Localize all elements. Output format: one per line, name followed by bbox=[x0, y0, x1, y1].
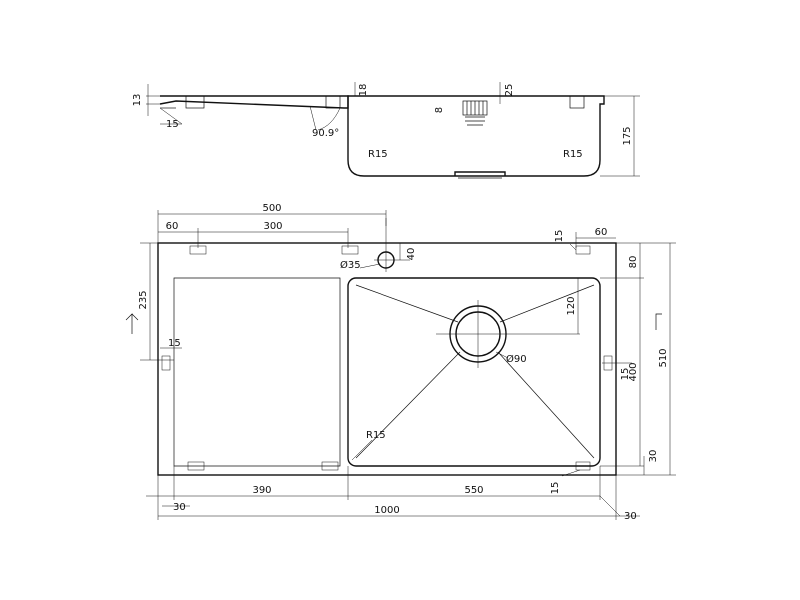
dim-15-top-right: 15 bbox=[554, 230, 565, 243]
dim-18: 18 bbox=[358, 84, 369, 97]
dim-60-right: 60 bbox=[595, 227, 608, 238]
slope-line-bl bbox=[355, 351, 461, 459]
dim-550: 550 bbox=[464, 485, 483, 496]
dim-120: 120 bbox=[566, 296, 577, 315]
dim-500: 500 bbox=[262, 203, 281, 214]
sink-outline bbox=[157, 242, 617, 476]
dim-390: 390 bbox=[252, 485, 271, 496]
dim-15-side: 15 bbox=[166, 119, 179, 130]
drainboard-area bbox=[173, 277, 341, 467]
bowl-section-profile bbox=[347, 95, 605, 177]
drain-section bbox=[454, 171, 506, 176]
plan-view: 500 300 60 60 15 40 Ø35 80 400 510 30 12… bbox=[125, 203, 676, 522]
drain-diameter: Ø90 bbox=[506, 353, 527, 365]
dim-30-bottom-right: 30 bbox=[624, 511, 637, 522]
clip-mid bbox=[325, 95, 341, 109]
slope-line-tl bbox=[355, 284, 459, 323]
dim-40: 40 bbox=[406, 248, 417, 261]
clip-right bbox=[569, 95, 585, 109]
dim-30-right: 30 bbox=[648, 450, 659, 463]
dim-300: 300 bbox=[263, 221, 282, 232]
dim-1000: 1000 bbox=[374, 505, 399, 516]
dim-13: 13 bbox=[132, 94, 143, 107]
slope-line-br bbox=[497, 351, 595, 459]
dim-60-left: 60 bbox=[166, 221, 179, 232]
side-section-view: 13 15 18 25 8 90.9° R15 R15 175 bbox=[132, 82, 640, 179]
slope-line-tr bbox=[499, 284, 595, 323]
dim-25: 25 bbox=[504, 84, 515, 97]
section-arrow-right bbox=[655, 313, 662, 330]
dim-80: 80 bbox=[628, 256, 639, 269]
bowl-outline bbox=[347, 277, 601, 467]
radius-bowl: R15 bbox=[366, 430, 386, 441]
drainboard-profile bbox=[159, 95, 349, 109]
dim-30-left: 30 bbox=[173, 502, 186, 513]
dim-15-right: 15 bbox=[620, 368, 631, 381]
dim-235: 235 bbox=[138, 290, 149, 309]
dim-175: 175 bbox=[622, 126, 633, 145]
angle-90-9: 90.9° bbox=[312, 128, 339, 139]
radius-side-right: R15 bbox=[563, 149, 583, 160]
dim-510: 510 bbox=[658, 348, 669, 367]
dim-15-bottom: 15 bbox=[550, 482, 561, 495]
overflow-fitting-icon bbox=[462, 100, 488, 126]
mounting-clips bbox=[161, 245, 613, 471]
dim-400: 400 bbox=[628, 362, 639, 381]
dim-15-left: 15 bbox=[168, 338, 181, 349]
clip-left bbox=[185, 95, 205, 109]
dim-8: 8 bbox=[434, 107, 445, 113]
radius-side-left: R15 bbox=[368, 149, 388, 160]
tap-hole-diameter: Ø35 bbox=[340, 259, 361, 271]
section-arrow-left bbox=[125, 313, 139, 334]
